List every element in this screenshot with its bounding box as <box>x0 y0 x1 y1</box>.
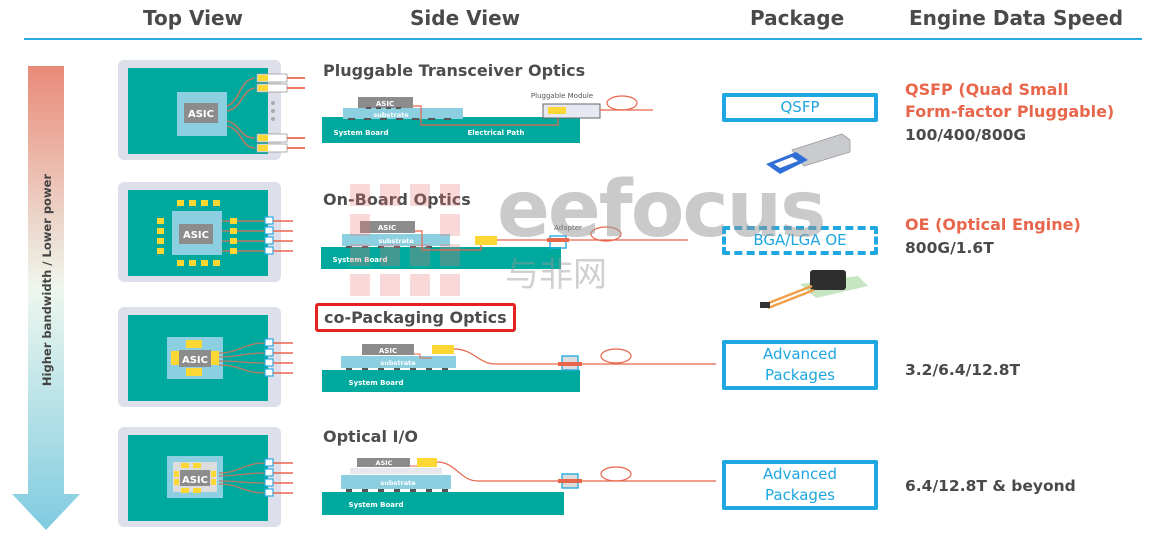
package-bga-lga-oe: BGA/LGA OE <box>722 226 878 255</box>
side-view-pluggable: ASIC substrate System Board Electrical P… <box>322 92 653 143</box>
package-advanced-co-packaging: Advanced Packages <box>722 340 878 390</box>
top-view-pluggable: ASIC <box>118 60 305 160</box>
header-package: Package <box>750 6 845 30</box>
side-view-on-board: ASIC substrate System Board Adapter <box>321 221 688 269</box>
top-view-optical-io: ASIC <box>118 427 293 527</box>
top-view-co-packaging: ASIC <box>118 307 293 407</box>
side-substrate-label: substrate <box>380 479 416 487</box>
header-divider <box>24 38 1142 40</box>
side-asic-label: ASIC <box>376 459 393 467</box>
speed-title-oe: OE (Optical Engine) <box>905 215 1081 234</box>
speed-title-line-1: QSFP (Quad Small <box>905 80 1069 99</box>
side-substrate-label: substrate <box>380 359 416 367</box>
pluggable-module-label: Pluggable Module <box>531 92 593 100</box>
row-title-co-packaging[interactable]: co-Packaging Optics <box>315 303 516 332</box>
adapter-label: Adapter <box>554 224 582 232</box>
row-title-on-board: On-Board Optics <box>323 190 471 209</box>
side-substrate-label: substrate <box>378 237 414 245</box>
side-board-label: System Board <box>349 379 404 387</box>
speed-value-pluggable: 100/400/800G <box>905 126 1027 144</box>
row-title-pluggable: Pluggable Transceiver Optics <box>323 61 586 80</box>
side-view-co-packaging: ASIC substrate System Board <box>322 344 716 392</box>
side-board-label: System Board <box>333 256 388 264</box>
speed-value-co-packaging: 3.2/6.4/12.8T <box>905 361 1021 379</box>
qsfp-module-image <box>766 133 851 174</box>
package-line-2: Packages <box>765 486 835 504</box>
header-top-view: Top View <box>143 6 244 30</box>
side-board-label: System Board <box>349 501 404 509</box>
top-view-asic-label: ASIC <box>183 230 209 241</box>
speed-title-qsfp: QSFP (Quad Small Form-factor Pluggable) <box>905 79 1114 123</box>
package-line-1: Advanced <box>762 345 838 363</box>
speed-value-on-board: 800G/1.6T <box>905 239 994 257</box>
package-qsfp: QSFP <box>722 93 878 122</box>
side-asic-label: ASIC <box>379 347 397 355</box>
side-substrate-label: substrate <box>373 111 409 119</box>
header-engine-data-speed: Engine Data Speed <box>909 6 1124 30</box>
electrical-path-label: Electrical Path <box>468 129 525 137</box>
side-view-optical-io: ASIC substrate System Board <box>322 458 716 515</box>
top-view-asic-label: ASIC <box>182 355 208 366</box>
header-side-view: Side View <box>410 6 521 30</box>
trend-arrow-label: Higher bandwidth / Lower power <box>40 173 54 387</box>
side-board-label: System Board <box>334 129 389 137</box>
speed-value-optical-io: 6.4/12.8T & beyond <box>905 477 1076 495</box>
trend-arrow <box>12 66 80 530</box>
package-advanced-optical-io: Advanced Packages <box>722 460 878 510</box>
row-title-optical-io: Optical I/O <box>323 427 418 446</box>
side-asic-label: ASIC <box>376 100 394 108</box>
side-asic-label: ASIC <box>378 224 396 232</box>
top-view-on-board: ASIC <box>118 182 293 282</box>
top-view-asic-label: ASIC <box>188 109 214 120</box>
optical-engine-image <box>760 270 868 310</box>
top-view-asic-label: ASIC <box>182 475 208 486</box>
package-line-2: Packages <box>765 366 835 384</box>
package-line-1: Advanced <box>762 465 838 483</box>
speed-title-line-2: Form-factor Pluggable) <box>905 102 1115 121</box>
